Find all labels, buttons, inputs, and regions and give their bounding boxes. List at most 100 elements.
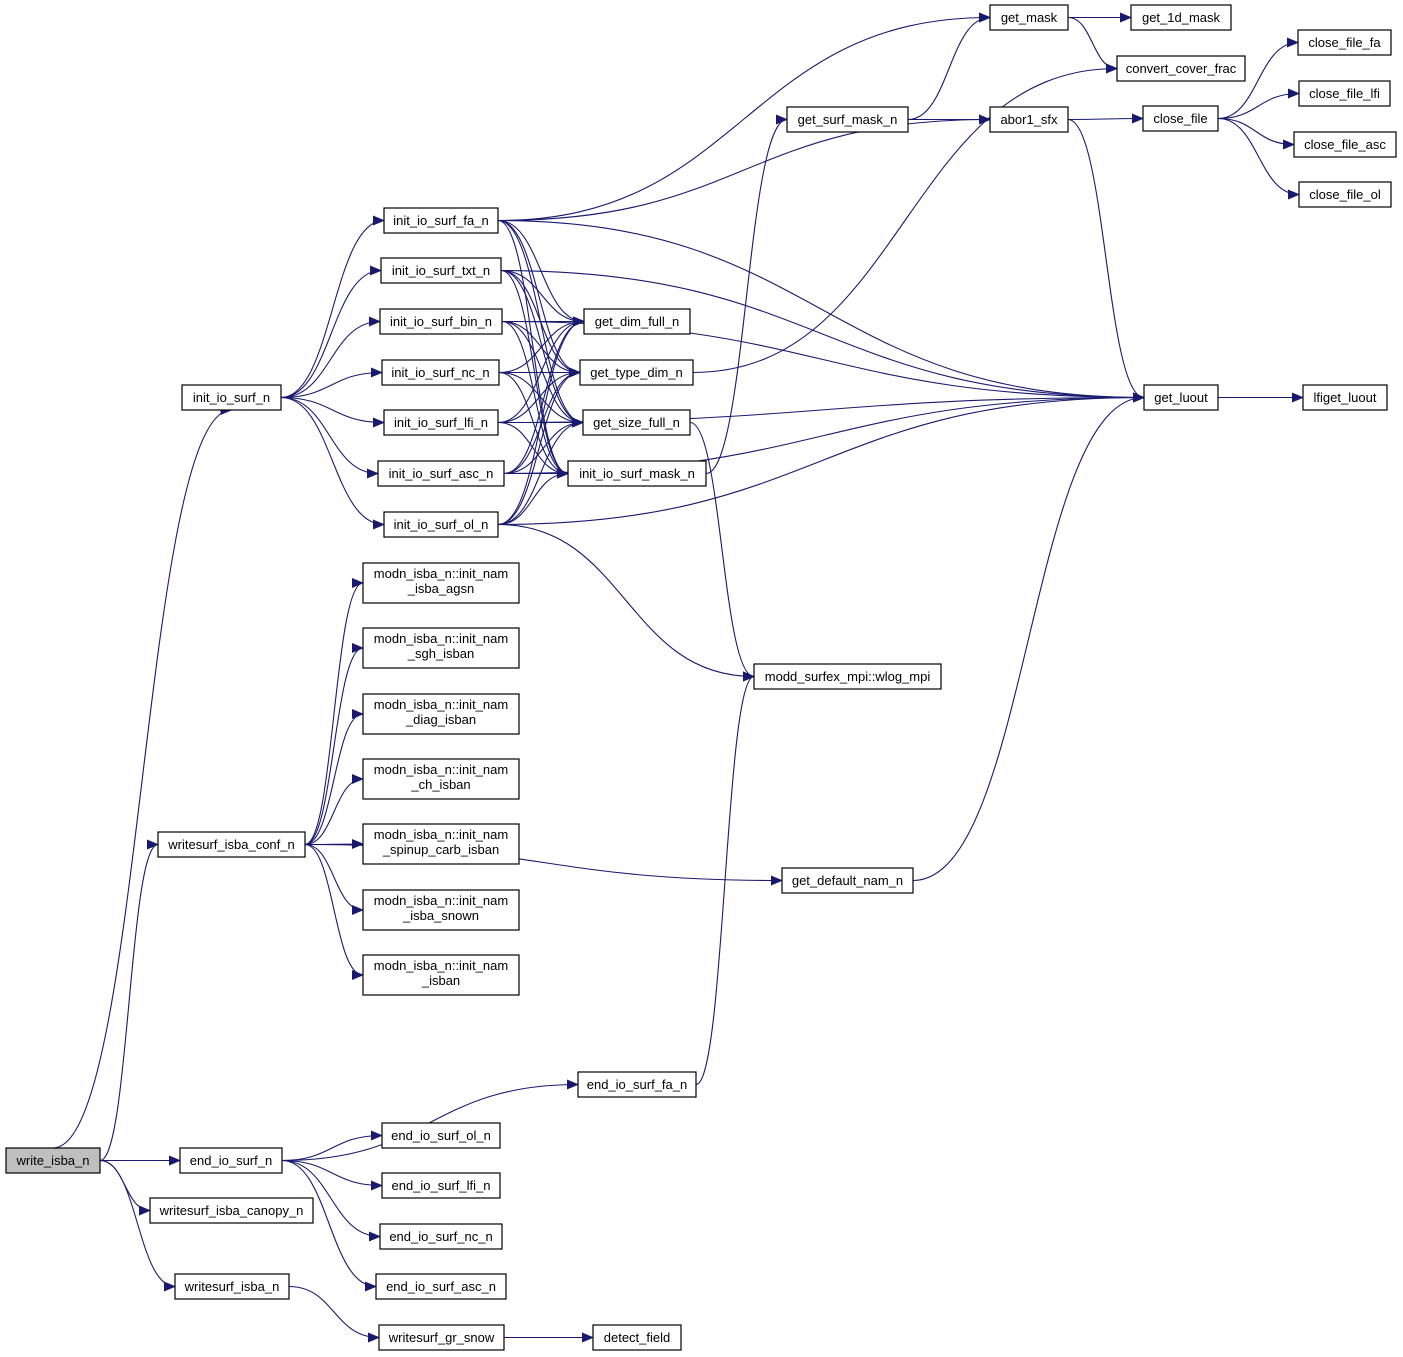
node-box	[377, 460, 505, 487]
node-box	[1297, 29, 1392, 56]
node-box	[583, 308, 691, 335]
node-box	[383, 409, 499, 436]
node-box	[181, 384, 282, 411]
node-close-file[interactable]: close_file	[1142, 105, 1219, 132]
node-label: init_io_surf_ol_n	[394, 517, 489, 532]
edge-get-type-dim-n-to-convert-cover-frac	[692, 63, 1118, 374]
node-end-io-surf-n[interactable]: end_io_surf_n	[179, 1147, 283, 1174]
node-init-nam-isba-agsn[interactable]: modn_isba_n::init_nam_isba_agsn	[362, 562, 520, 604]
node-box	[362, 823, 520, 865]
node-end-io-surf-ol-n[interactable]: end_io_surf_ol_n	[381, 1122, 501, 1149]
node-box	[5, 1147, 101, 1174]
node-init-io-surf-fa-n[interactable]: init_io_surf_fa_n	[383, 207, 499, 234]
node-label: init_io_surf_mask_n	[579, 466, 695, 481]
function-nodes: write_isba_n init_io_surf_n writesurf_isba…	[5, 4, 1397, 1351]
node-box	[567, 460, 707, 487]
node-detect-field[interactable]: detect_field	[592, 1324, 682, 1351]
node-init-nam-ch-isban[interactable]: modn_isba_n::init_nam_ch_isban	[362, 758, 520, 800]
node-box	[379, 308, 503, 335]
node-writesurf-isba-canopy-n[interactable]: writesurf_isba_canopy_n	[149, 1197, 314, 1224]
node-label: _diag_isban	[405, 712, 476, 727]
edge-close-file-to-close-file-fa	[1217, 37, 1299, 120]
node-label: modn_isba_n::init_nam	[374, 827, 508, 842]
node-label: _spinup_carb_isban	[382, 842, 499, 857]
node-init-nam-isba-snown[interactable]: modn_isba_n::init_nam_isba_snown	[362, 889, 520, 931]
node-label: close_file	[1153, 111, 1207, 126]
node-init-nam-isban[interactable]: modn_isba_n::init_nam_isban	[362, 954, 520, 996]
node-init-io-surf-lfi-n[interactable]: init_io_surf_lfi_n	[383, 409, 499, 436]
node-init-nam-sgh-isban[interactable]: modn_isba_n::init_nam_sgh_isban	[362, 627, 520, 669]
node-box	[379, 1223, 503, 1250]
node-close-file-fa[interactable]: close_file_fa	[1297, 29, 1392, 56]
node-lfiget-luout[interactable]: lfiget_luout	[1302, 384, 1388, 411]
edge-init-io-surf-fa-n-to-get-type-dim-n	[497, 219, 581, 378]
node-write-isba-n[interactable]: write_isba_n	[5, 1147, 101, 1174]
node-writesurf-isba-conf-n[interactable]: writesurf_isba_conf_n	[157, 831, 306, 858]
edge-init-io-surf-ol-n-to-get-size-full-n	[497, 417, 584, 526]
node-get-surf-mask-n[interactable]: get_surf_mask_n	[786, 106, 909, 133]
node-convert-cover-frac[interactable]: convert_cover_frac	[1116, 55, 1246, 82]
node-end-io-surf-lfi-n[interactable]: end_io_surf_lfi_n	[381, 1172, 501, 1199]
node-box	[381, 1122, 501, 1149]
edge-abor1-sfx-to-close-file	[1067, 113, 1144, 124]
edge-abor1-sfx-to-get-luout	[1067, 118, 1145, 403]
node-box	[1116, 55, 1246, 82]
node-end-io-surf-asc-n[interactable]: end_io_surf_asc_n	[375, 1273, 507, 1300]
node-label: get_default_nam_n	[792, 873, 903, 888]
node-init-io-surf-asc-n[interactable]: init_io_surf_asc_n	[377, 460, 505, 487]
node-close-file-asc[interactable]: close_file_asc	[1293, 131, 1397, 158]
node-get-default-nam-n[interactable]: get_default_nam_n	[781, 867, 914, 894]
node-wlog-mpi[interactable]: modd_surfex_mpi::wlog_mpi	[753, 663, 942, 690]
edge-init-io-surf-n-to-init-io-surf-bin-n	[280, 316, 381, 399]
node-writesurf-gr-snow[interactable]: writesurf_gr_snow	[378, 1324, 505, 1351]
node-close-file-ol[interactable]: close_file_ol	[1298, 181, 1392, 208]
node-end-io-surf-nc-n[interactable]: end_io_surf_nc_n	[379, 1223, 503, 1250]
node-box	[375, 1273, 507, 1300]
edge-writesurf-isba-conf-n-to-init-nam-isba-agsn	[304, 578, 364, 846]
node-close-file-lfi[interactable]: close_file_lfi	[1298, 80, 1391, 107]
node-box	[781, 867, 914, 894]
node-box	[1130, 4, 1232, 31]
node-get-1d-mask[interactable]: get_1d_mask	[1130, 4, 1232, 31]
node-label: end_io_surf_nc_n	[389, 1229, 492, 1244]
node-writesurf-isba-n[interactable]: writesurf_isba_n	[174, 1273, 290, 1300]
edge-init-io-surf-nc-n-to-get-size-full-n	[498, 371, 584, 428]
node-end-io-surf-fa-n[interactable]: end_io_surf_fa_n	[577, 1071, 697, 1098]
edge-writesurf-isba-conf-n-to-init-nam-isban	[304, 843, 364, 980]
node-init-io-surf-ol-n[interactable]: init_io_surf_ol_n	[383, 511, 499, 538]
edge-init-io-surf-n-to-init-io-surf-fa-n	[280, 215, 385, 399]
node-init-io-surf-mask-n[interactable]: init_io_surf_mask_n	[567, 460, 707, 487]
node-get-luout[interactable]: get_luout	[1143, 384, 1219, 411]
node-init-nam-diag-isban[interactable]: modn_isba_n::init_nam_diag_isban	[362, 693, 520, 735]
edge-writesurf-isba-conf-n-to-init-nam-diag-isban	[304, 709, 364, 846]
node-get-mask[interactable]: get_mask	[989, 4, 1069, 31]
node-label: writesurf_isba_n	[184, 1279, 280, 1294]
edge-init-io-surf-nc-n-to-get-dim-full-n	[498, 316, 585, 374]
node-box	[380, 257, 502, 284]
node-box	[786, 106, 909, 133]
node-init-io-surf-nc-n[interactable]: init_io_surf_nc_n	[381, 359, 500, 386]
node-init-nam-spinup-carb-isban[interactable]: modn_isba_n::init_nam_spinup_carb_isban	[362, 823, 520, 865]
node-label: modn_isba_n::init_nam	[374, 697, 508, 712]
node-label: end_io_surf_n	[190, 1153, 272, 1168]
node-init-io-surf-bin-n[interactable]: init_io_surf_bin_n	[379, 308, 503, 335]
node-label: close_file_ol	[1309, 187, 1381, 202]
edge-init-io-surf-n-to-init-io-surf-ol-n	[280, 396, 385, 530]
node-init-io-surf-n[interactable]: init_io_surf_n	[181, 384, 282, 411]
node-get-dim-full-n[interactable]: get_dim_full_n	[583, 308, 691, 335]
node-box	[989, 4, 1069, 31]
edge-close-file-to-close-file-lfi	[1217, 88, 1300, 120]
node-abor1-sfx[interactable]: abor1_sfx	[989, 106, 1069, 133]
node-box	[1142, 105, 1219, 132]
node-box	[1143, 384, 1219, 411]
node-init-io-surf-txt-n[interactable]: init_io_surf_txt_n	[380, 257, 502, 284]
node-label: modn_isba_n::init_nam	[374, 893, 508, 908]
edge-writesurf-isba-conf-n-to-init-nam-sgh-isban	[304, 643, 364, 846]
edge-init-io-surf-ol-n-to-get-type-dim-n	[497, 367, 581, 526]
node-label: init_io_surf_txt_n	[392, 263, 490, 278]
node-label: modd_surfex_mpi::wlog_mpi	[765, 669, 931, 684]
edge-end-io-surf-n-to-end-io-surf-asc-n	[281, 1159, 377, 1292]
node-get-type-dim-n[interactable]: get_type_dim_n	[579, 359, 694, 386]
node-box	[174, 1273, 290, 1300]
node-get-size-full-n[interactable]: get_size_full_n	[582, 409, 691, 436]
